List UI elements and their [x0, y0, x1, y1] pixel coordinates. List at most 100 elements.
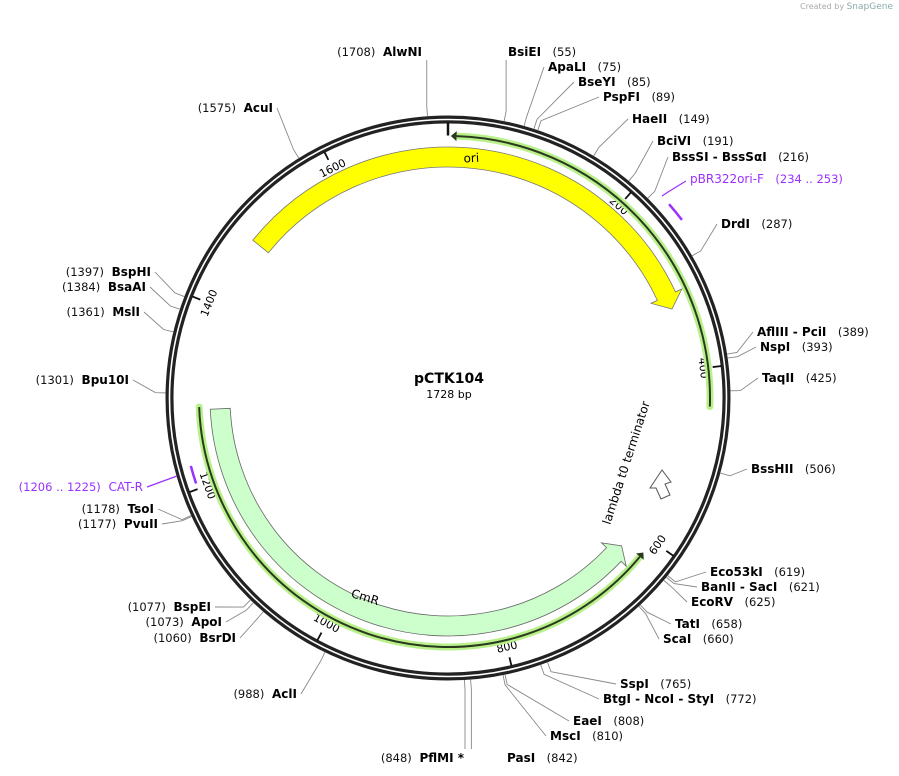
site-label[interactable]: ScaI (660): [663, 632, 734, 646]
primer-leader: [661, 180, 687, 197]
site-label[interactable]: BanII - SacI (621): [701, 580, 820, 594]
site-label[interactable]: (1301) Bpu10I: [36, 373, 129, 387]
primer-range: (1206 .. 1225): [18, 480, 101, 494]
primer-label[interactable]: (1206 .. 1225) CAT-R: [19, 480, 143, 494]
site-name: PflMI *: [419, 751, 464, 765]
site-label[interactable]: (988) AclI: [233, 687, 297, 701]
site-position: (808): [613, 714, 645, 728]
site-leader-line: [730, 377, 759, 392]
site-label[interactable]: (1177) PvuII: [78, 517, 158, 531]
site-leader-line: [503, 60, 507, 122]
site-position: (1575): [197, 101, 236, 115]
site-leader-line: [239, 611, 264, 639]
site-label[interactable]: ApaLI (75): [548, 60, 621, 74]
site-position: (389): [837, 325, 869, 339]
site-label[interactable]: BssSI - BssSαI (216): [672, 150, 809, 164]
site-name: BspEI: [173, 600, 211, 614]
site-label[interactable]: (1397) BspHI: [66, 265, 151, 279]
site-leader-line: [300, 652, 326, 695]
tick-mark: [316, 632, 323, 641]
site-name: BseYI: [578, 75, 616, 89]
site-leader-line: [537, 96, 600, 131]
site-position: (393): [801, 340, 833, 354]
site-label[interactable]: (1575) AcuI: [198, 101, 273, 115]
site-name: BspHI: [111, 265, 151, 279]
snapgene-credit: Created by SnapGene: [800, 2, 893, 12]
site-position: (1301): [35, 373, 74, 387]
site-position: (765): [660, 677, 692, 691]
site-leader-line: [523, 66, 545, 127]
site-label[interactable]: (1361) MslI: [66, 305, 140, 319]
site-label[interactable]: SspI (765): [620, 677, 691, 691]
site-label[interactable]: TatI (658): [675, 617, 742, 631]
site-name: MslI: [112, 305, 140, 319]
tick-label: 600: [646, 533, 669, 558]
site-label[interactable]: BtgI - NcoI - StyI (772): [603, 692, 757, 706]
site-name: BsrDI: [199, 631, 236, 645]
site-leader-line: [663, 580, 688, 603]
site-label[interactable]: (1708) AlwNI: [337, 45, 422, 59]
site-label[interactable]: BseYI (85): [578, 75, 651, 89]
site-label[interactable]: DrdI (287): [721, 217, 792, 231]
primer-name: CAT-R: [108, 480, 143, 494]
site-leader-line: [149, 286, 180, 310]
site-position: (842): [546, 751, 578, 765]
primer-leader: [146, 475, 178, 488]
site-label[interactable]: (1384) BsaAI: [62, 280, 146, 294]
site-position: (287): [761, 217, 793, 231]
tick-mark: [191, 295, 201, 301]
site-name: PasI: [507, 751, 536, 765]
site-name: AcuI: [243, 101, 273, 115]
site-label[interactable]: PspFI (89): [603, 90, 675, 104]
site-leader-line: [547, 662, 617, 685]
site-label[interactable]: (1060) BsrDI: [153, 631, 236, 645]
site-position: (1178): [81, 502, 120, 516]
site-label[interactable]: BciVI (191): [657, 134, 734, 148]
site-name: DrdI: [721, 217, 750, 231]
site-label[interactable]: PasI (842): [507, 751, 578, 765]
tick-mark: [508, 657, 513, 667]
site-label[interactable]: AflIII - PciI (389): [757, 325, 869, 339]
site-position: (1708): [337, 45, 376, 59]
site-name: NspI: [760, 340, 791, 354]
site-leader-line: [161, 516, 192, 525]
site-label[interactable]: (1178) TsoI: [82, 502, 154, 516]
site-position: (1077): [127, 600, 166, 614]
site-leader-line: [533, 81, 575, 130]
tick-label: 1400: [198, 288, 220, 319]
site-position: (85): [627, 75, 651, 89]
site-label[interactable]: TaqII (425): [762, 371, 837, 385]
site-label[interactable]: MscI (810): [550, 729, 623, 743]
site-position: (506): [804, 462, 836, 476]
site-leader-line: [276, 107, 300, 159]
site-position: (89): [651, 90, 676, 104]
site-label[interactable]: (1073) ApoI: [146, 615, 222, 629]
site-position: (619): [774, 565, 806, 579]
site-label[interactable]: HaeII (149): [632, 112, 710, 126]
primer-pbr322ori-f-mark: [668, 203, 683, 221]
site-name: ApoI: [191, 615, 222, 629]
site-name: BtgI - NcoI - StyI: [603, 692, 715, 706]
site-label[interactable]: Eco53kI (619): [710, 565, 805, 579]
primer-label[interactable]: pBR322ori-F (234 .. 253): [690, 172, 843, 186]
orf-line: [456, 135, 711, 407]
site-label[interactable]: NspI (393): [760, 340, 833, 354]
site-leader-line: [726, 331, 754, 355]
site-label[interactable]: (1077) BspEI: [128, 600, 211, 614]
site-label[interactable]: (848) PflMI *: [381, 751, 464, 765]
site-label[interactable]: EcoRV (625): [691, 595, 775, 609]
site-name: AlwNI: [383, 45, 422, 59]
site-label[interactable]: BssHII (506): [751, 462, 836, 476]
primer-cat-r-mark: [189, 465, 198, 484]
site-name: PspFI: [603, 90, 640, 104]
snapgene-logo: SnapGene: [846, 2, 893, 12]
site-label[interactable]: BsiEI (55): [508, 45, 576, 59]
site-leader-line: [504, 674, 570, 722]
site-position: (810): [592, 729, 624, 743]
orf-glow: [453, 132, 714, 411]
site-position: (1361): [66, 305, 105, 319]
site-position: (1397): [65, 265, 104, 279]
site-position: (191): [702, 134, 734, 148]
site-leader-line: [143, 311, 174, 333]
site-label[interactable]: EaeI (808): [573, 714, 644, 728]
